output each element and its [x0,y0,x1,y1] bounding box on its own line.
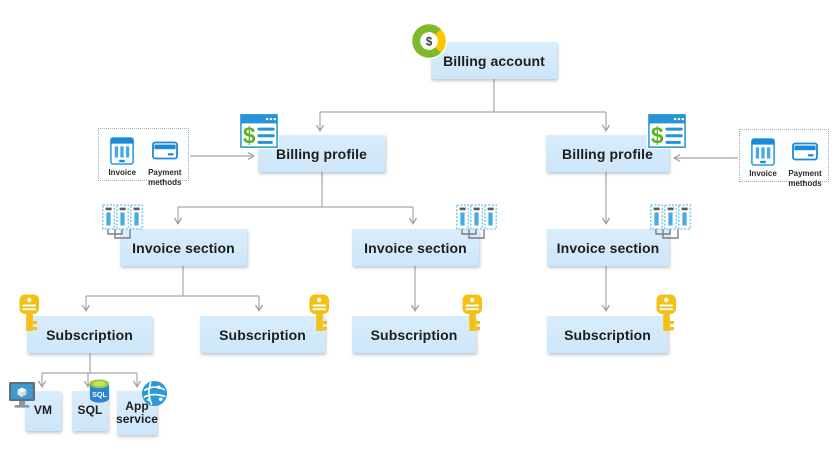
billing-account-donut-dollar-icon: $ [410,22,448,60]
subscription-key-icon [16,292,43,337]
invoice-detail-item: Invoice [101,135,144,178]
subscription-key-icon [306,292,333,337]
subscription-key-icon [459,292,486,337]
billing-detail-box-right: Invoice Payment methods [739,129,829,188]
subscription-key-icon [653,292,680,337]
subscription-label: Subscription [370,326,458,343]
subscription-node-3: Subscription [352,316,476,353]
payment-methods-card-icon [151,135,178,166]
subscription-node-4: Subscription [547,316,668,353]
subscription-label: Subscription [46,326,133,343]
invoice-icon [109,135,135,166]
invoice-detail-item: Invoice [742,136,784,179]
billing-account-label: Billing account [443,52,545,69]
subscription-label: Subscription [564,326,651,343]
invoice-icon [750,136,776,167]
payment-methods-detail-item: Payment methods [784,136,826,188]
payment-methods-detail-item: Payment methods [144,135,187,187]
payment-methods-label: Payment methods [148,168,182,187]
payment-methods-card-icon [792,136,818,167]
dollar-glyph: $ [426,36,433,49]
billing-detail-box-left: Invoice Payment methods [98,128,189,187]
dollar-glyph: $ [243,122,256,148]
invoice-section-group-icon [650,204,692,240]
billing-profile-statement-icon: $ [646,112,688,150]
invoice-label: Invoice [749,169,777,178]
invoice-section-label: Invoice section [556,239,660,256]
sql-database-icon: SQL [87,377,112,405]
app-service-globe-icon [141,380,168,407]
invoice-section-label: Invoice section [132,239,235,256]
sql-label: SQL [77,403,103,418]
invoice-label: Invoice [108,168,137,177]
billing-profile-label: Billing profile [276,145,367,162]
invoice-section-group-icon [456,204,498,240]
dollar-glyph: $ [651,122,664,148]
billing-profile-label: Billing profile [562,145,653,162]
sql-glyph: SQL [92,390,107,399]
subscription-label: Subscription [219,326,306,343]
invoice-section-label: Invoice section [364,239,467,256]
billing-profile-statement-icon: $ [238,112,280,150]
vm-label: VM [33,403,53,418]
payment-methods-label: Payment methods [788,169,822,188]
subscription-node-1: Subscription [27,316,152,353]
invoice-section-group-icon [102,204,144,240]
vm-monitor-icon [8,381,36,411]
billing-account-node: Billing account [431,42,557,79]
